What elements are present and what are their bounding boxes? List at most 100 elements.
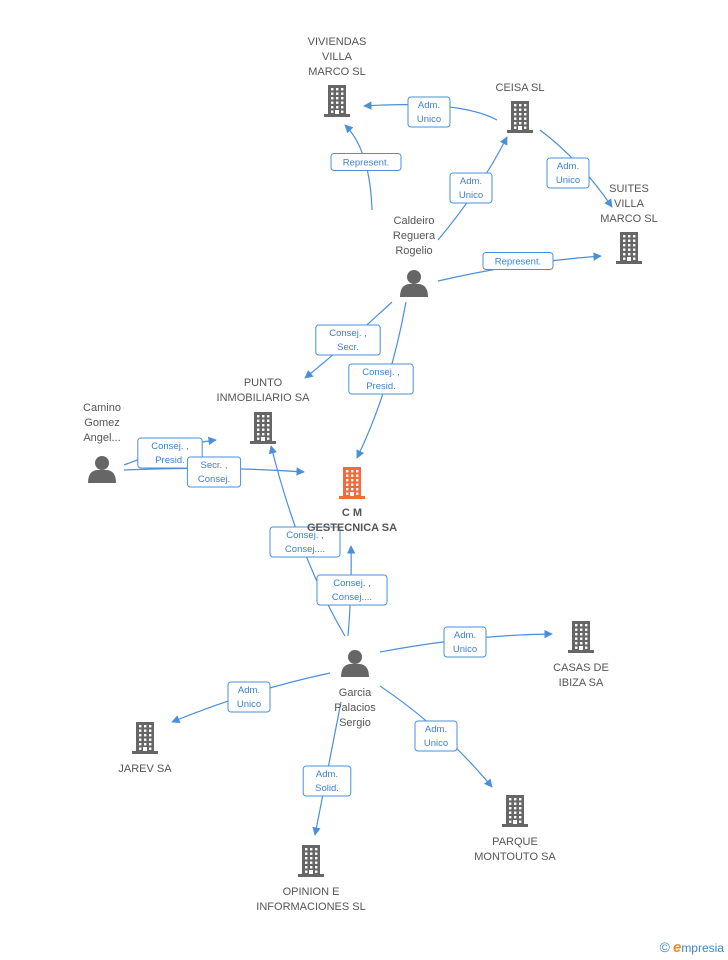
building-icon[interactable] xyxy=(616,232,642,264)
building-icon[interactable] xyxy=(250,412,276,444)
edge-label-text: Unico xyxy=(237,699,261,710)
edge-label[interactable]: Consej. ,Presid. xyxy=(348,363,414,395)
edge-label[interactable]: Secr. ,Consej. xyxy=(186,456,242,488)
copyright-icon: © xyxy=(659,939,670,955)
edge-label-text: Presid. xyxy=(366,381,396,392)
edge-label-text: Adm. xyxy=(460,176,482,187)
edge-label-box[interactable] xyxy=(443,626,487,658)
edge-label-box[interactable] xyxy=(316,574,388,606)
node-label: PUNTO xyxy=(244,377,283,389)
node-label: Gomez xyxy=(84,417,119,429)
edge-label-text: Secr. , xyxy=(201,460,228,471)
node-label: C M xyxy=(342,507,362,519)
node-label: INFORMACIONES SL xyxy=(256,901,365,913)
node-opinion[interactable]: OPINION E INFORMACIONES SL xyxy=(256,845,366,913)
node-casas[interactable]: CASAS DE IBIZA SA xyxy=(553,621,609,689)
edge-label[interactable]: Consej. , Consej.... xyxy=(316,574,388,606)
building-icon[interactable] xyxy=(568,621,594,653)
edge-label-text: Represent. xyxy=(343,158,389,169)
node-label: CEISA SL xyxy=(496,82,545,94)
edge-label-box[interactable] xyxy=(348,363,414,395)
edge-label-text: Consej. , xyxy=(329,328,367,339)
edge-label-text: Adm. xyxy=(316,769,338,780)
edge-label-box[interactable] xyxy=(546,157,590,189)
edge-label-box[interactable] xyxy=(449,172,493,204)
edge-label[interactable]: Consej. , Consej.... xyxy=(269,526,341,558)
node-label: CASAS DE xyxy=(553,662,609,674)
node-label: GESTECNICA SA xyxy=(307,522,397,534)
node-label: Reguera xyxy=(393,230,436,242)
node-label: Sergio xyxy=(339,717,371,729)
building-icon[interactable] xyxy=(132,722,158,754)
edge-label-box[interactable] xyxy=(227,681,271,713)
edge-label-text: Consej. , xyxy=(151,441,189,452)
node-label: Rogelio xyxy=(395,245,432,257)
node-label: Palacios xyxy=(334,702,376,714)
edge-label-box[interactable] xyxy=(269,526,341,558)
edge-label[interactable]: Adm. Unico xyxy=(449,172,493,204)
node-punto[interactable]: PUNTO INMOBILIARIO SA xyxy=(217,377,311,444)
node-label: VILLA xyxy=(322,51,353,63)
edge-label-text: Consej.... xyxy=(332,592,372,603)
edge-label-box[interactable] xyxy=(302,765,352,797)
building-icon[interactable] xyxy=(324,85,350,117)
edge-label-text: Unico xyxy=(417,114,441,125)
building-icon[interactable] xyxy=(507,101,533,133)
edge-label-box[interactable] xyxy=(330,153,402,171)
edge-label[interactable]: Represent. xyxy=(330,153,402,171)
edge-label[interactable]: Adm. Unico xyxy=(407,96,451,128)
node-camino[interactable]: CaminoGomezAngel... xyxy=(83,402,121,483)
edge-label-text: Consej. , xyxy=(286,530,324,541)
node-label: Camino xyxy=(83,402,121,414)
node-cm[interactable]: C M GESTECNICA SA xyxy=(307,467,397,534)
edge-label-text: Presid. xyxy=(155,455,185,466)
node-label: Angel... xyxy=(83,432,120,444)
edge-label[interactable]: Adm.Solid. xyxy=(302,765,352,797)
edge-label-text: Consej. , xyxy=(333,578,371,589)
brand-name: mpresia xyxy=(681,941,724,955)
person-icon[interactable] xyxy=(400,270,428,297)
edge-label-box[interactable] xyxy=(186,456,242,488)
edge-label-text: Adm. xyxy=(418,100,440,111)
node-label: OPINION E xyxy=(283,886,340,898)
building-icon[interactable] xyxy=(339,467,365,499)
edge-label-box[interactable] xyxy=(315,324,381,356)
brand-logo: ©empresia xyxy=(660,939,724,956)
edge-label-box[interactable] xyxy=(482,252,554,270)
edge-label-box[interactable] xyxy=(414,720,458,752)
building-icon[interactable] xyxy=(502,795,528,827)
node-label: VILLA xyxy=(614,198,645,210)
node-ceisa[interactable]: CEISA SL xyxy=(496,82,545,133)
person-icon[interactable] xyxy=(88,456,116,483)
node-label: INMOBILIARIO SA xyxy=(217,392,311,404)
edge-label-text: Unico xyxy=(459,190,483,201)
node-jarev[interactable]: JAREV SA xyxy=(118,722,172,775)
edge-label-text: Consej.... xyxy=(285,544,325,555)
edge-label-box[interactable] xyxy=(407,96,451,128)
building-icon[interactable] xyxy=(298,845,324,877)
node-label: Garcia xyxy=(339,687,372,699)
person-icon[interactable] xyxy=(341,650,369,677)
edge-label-text: Secr. xyxy=(337,342,359,353)
edge-label-text: Adm. xyxy=(425,724,447,735)
edge-label-text: Unico xyxy=(453,644,477,655)
node-label: IBIZA SA xyxy=(559,677,604,689)
edge-label[interactable]: Represent. xyxy=(482,252,554,270)
edge-label[interactable]: Consej. , Secr. xyxy=(315,324,381,356)
node-label: MARCO SL xyxy=(308,66,365,78)
edge-label[interactable]: Adm.Unico xyxy=(227,681,271,713)
brand-initial: e xyxy=(672,939,682,956)
edge-label[interactable]: Adm.Unico xyxy=(546,157,590,189)
edge-label-box[interactable] xyxy=(137,437,203,469)
edge-label[interactable]: Adm.Unico xyxy=(443,626,487,658)
edge-label-text: Unico xyxy=(556,175,580,186)
edge-label[interactable]: Consej. , Presid. xyxy=(137,437,203,469)
node-label: SUITES xyxy=(609,183,649,195)
edge-label[interactable]: Adm.Unico xyxy=(414,720,458,752)
